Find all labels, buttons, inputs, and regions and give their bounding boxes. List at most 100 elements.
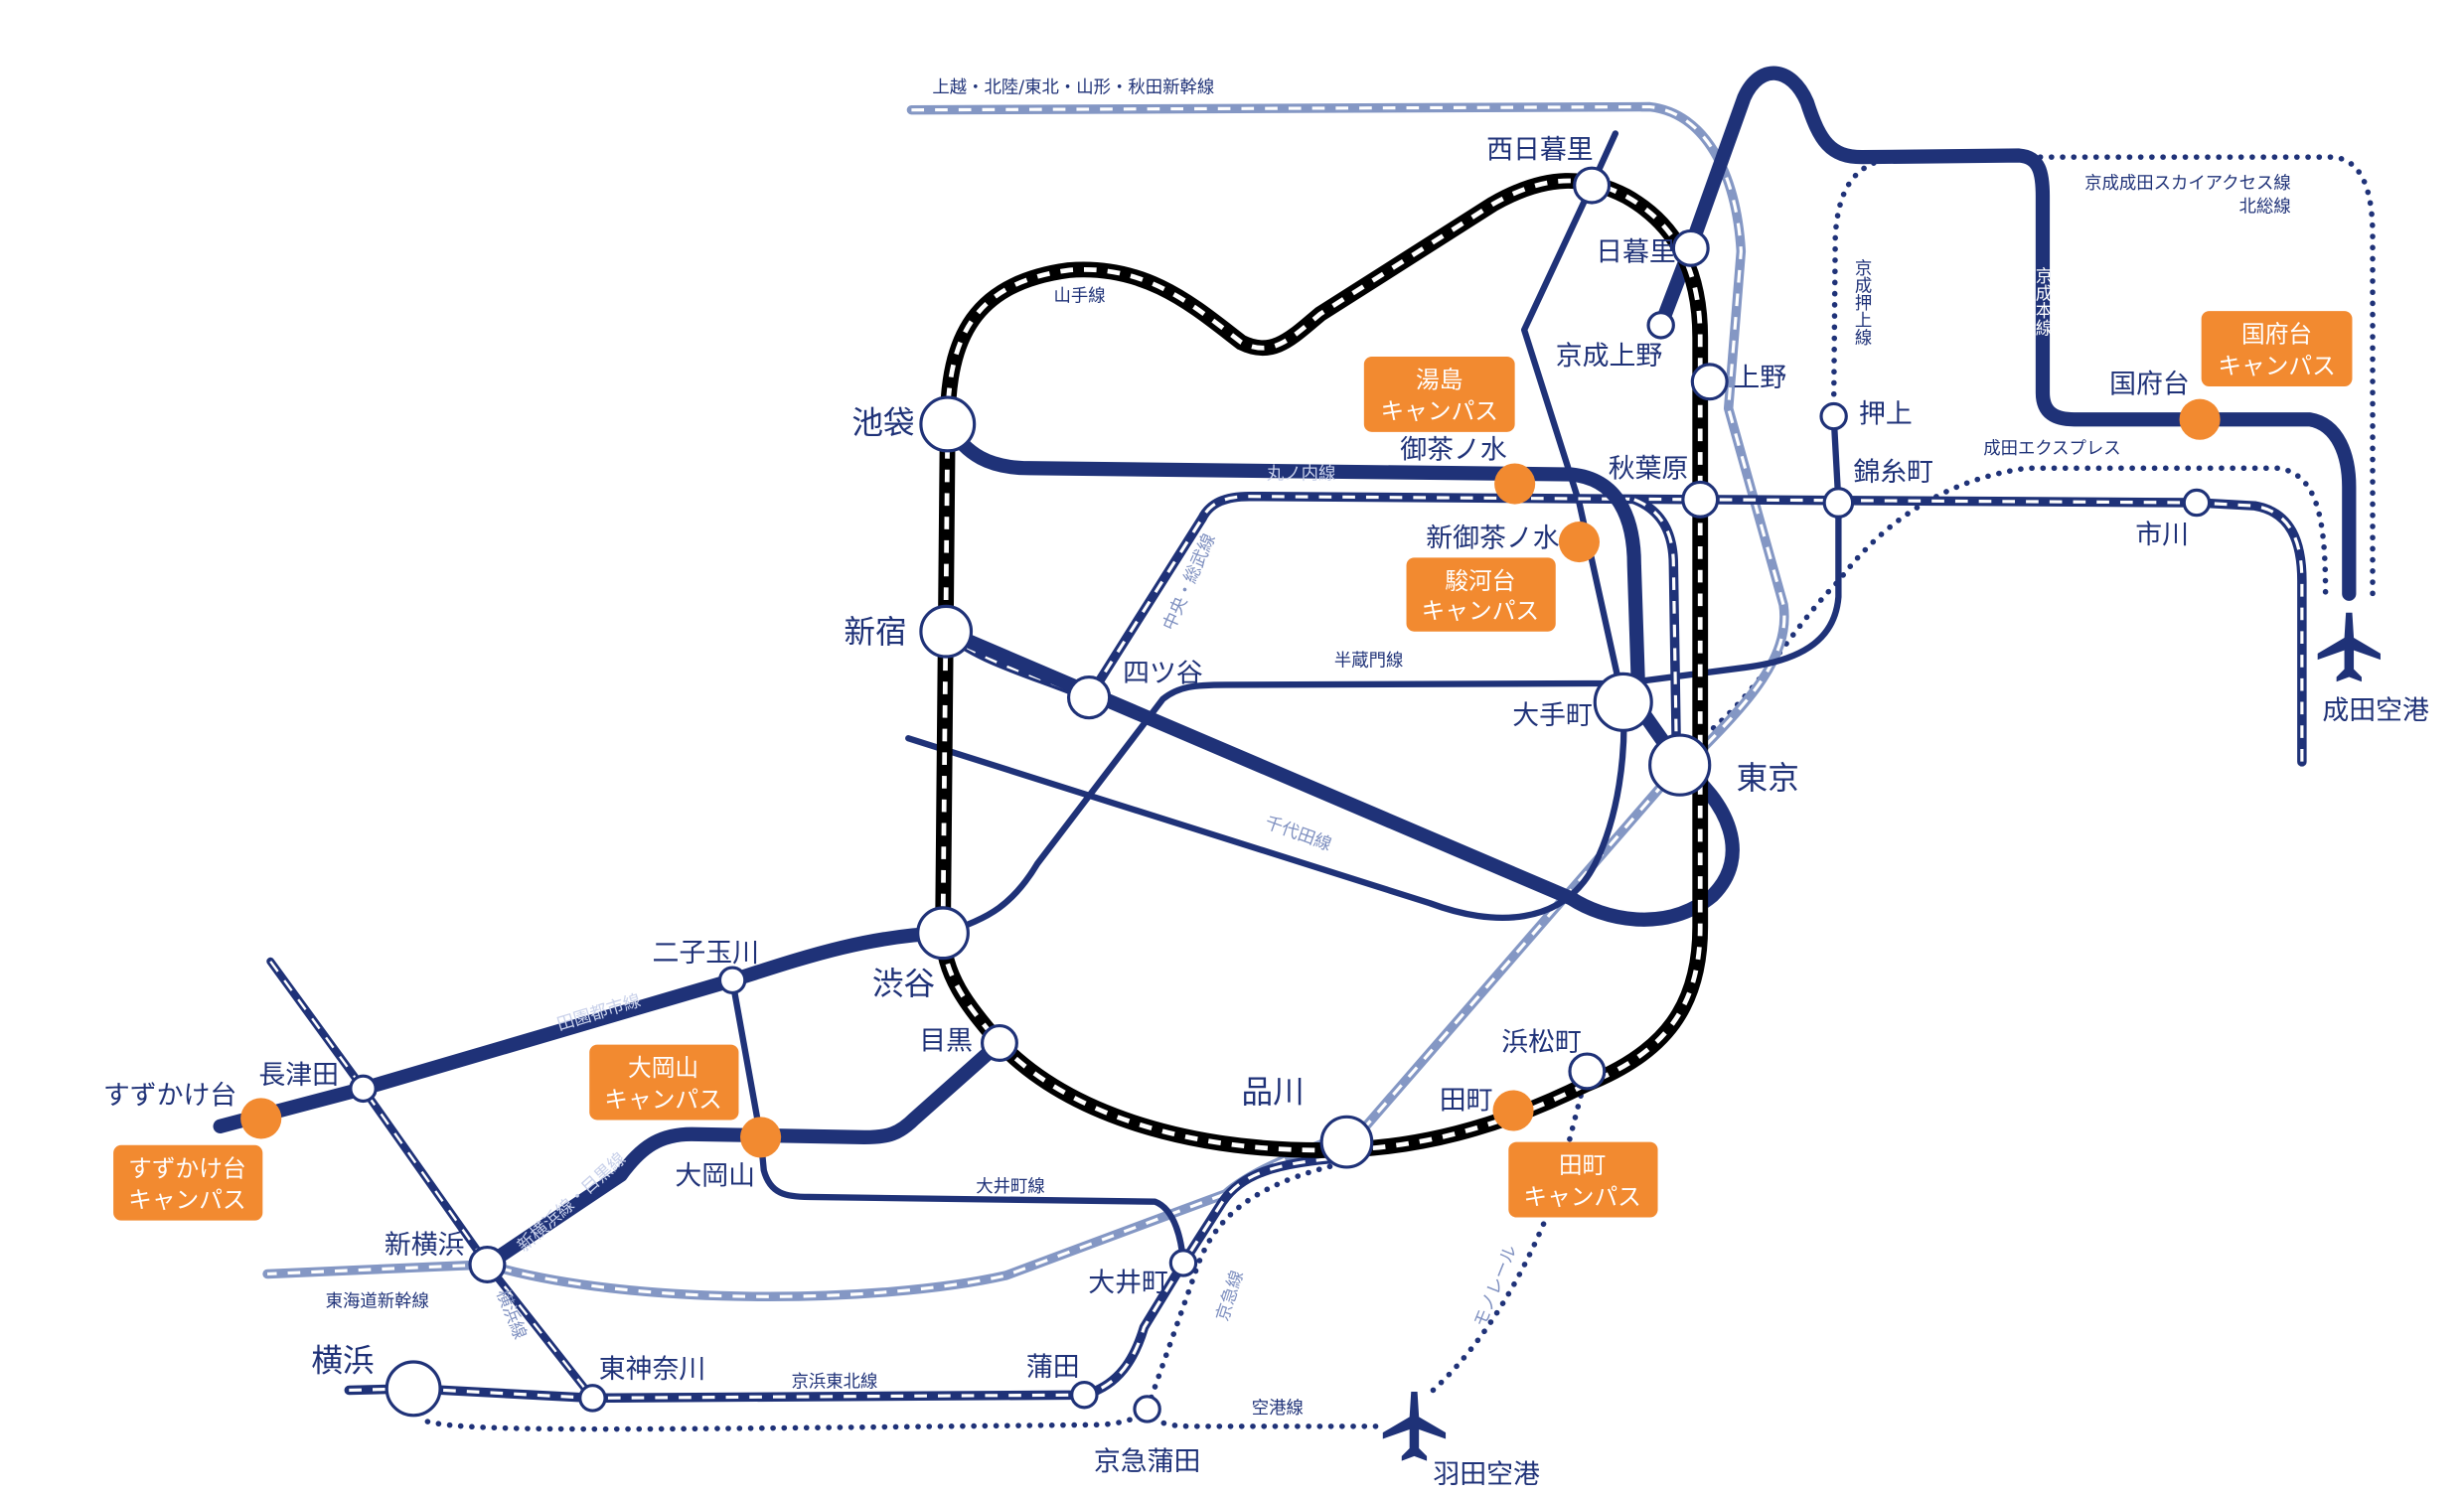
campus-station-tamachi[interactable] [1492,1090,1534,1131]
station-yokohama[interactable] [385,1360,442,1418]
station-ikebukuro[interactable] [919,395,977,453]
station-label: 東京 [1737,761,1799,797]
line-label-north-shinkansen: 上越・北陸/東北・山形・秋田新幹線 [932,76,1214,97]
station-label: 目黒 [919,1025,973,1056]
station-label: 御茶ノ水 [1400,435,1507,466]
station-label: 大岡山 [675,1160,755,1191]
station-nagatsuta[interactable] [349,1074,378,1104]
oimachi-line [728,976,1187,1267]
line-label-narita-express: 成田エクスプレス [1983,439,2120,459]
line-label-oimachi: 大井町線 [976,1177,1045,1197]
station-label: 秋葉原 [1609,454,1689,485]
keisei-oshiage-skyaccess-line [1830,154,2376,597]
campus-name: 駿河台 [1445,567,1515,595]
station-oshiage[interactable] [1819,401,1848,431]
campus-surugadai[interactable]: 駿河台 キャンパス [1406,557,1556,632]
station-kinshicho[interactable] [1822,487,1855,519]
campus-suzukakedai[interactable]: すずかけ台 キャンパス [113,1144,263,1221]
line-label-tokaido-shinkansen: 東海道新幹線 [326,1291,429,1312]
line-label-airport: 空港線 [1252,1399,1304,1419]
station-label: 渋谷 [872,967,935,1002]
campus-suffix: キャンパス [128,1186,246,1214]
station-label: 新横浜 [385,1230,465,1261]
station-label: 上野 [1733,363,1786,393]
campus-tamachi[interactable]: 田町 キャンパス [1508,1141,1658,1218]
station-oimachi[interactable] [1168,1249,1198,1277]
line-label-skyaccess: 京成成田スカイアクセス線 [2084,174,2291,194]
line-label-yamanote: 山手線 [1054,287,1106,307]
station-kamata[interactable] [1070,1380,1099,1410]
station-label: 浜松町 [1501,1027,1582,1058]
station-label: 長津田 [258,1060,339,1091]
airplane-icon [2317,612,2381,682]
line-labels: 山手線 丸ノ内線 中央・総武線 半蔵門線 千代田線 田園都市線 新横浜線・目黒線… [326,76,2291,1419]
station-label: すずかけ台 [103,1081,236,1112]
campus-suffix: キャンパス [604,1086,722,1114]
campus-ookayama[interactable]: 大岡山 キャンパス [589,1044,739,1121]
station-nippori[interactable] [1671,228,1710,267]
line-label-keisei-main: 京成本線 [2033,267,2053,337]
campus-name: 国府台 [2241,321,2312,349]
station-shinjuku[interactable] [919,604,974,659]
airplane-icon [1382,1392,1447,1461]
campus-station-ookayama[interactable] [740,1117,782,1158]
station-yotsuya[interactable] [1066,674,1112,720]
station-labels: 池袋 新宿 四ツ谷 渋谷 目黒 品川 田町 浜松町 東京 大手町 秋葉原 上野 … [103,135,2429,1490]
station-ueno[interactable] [1690,363,1729,401]
station-label: 羽田空港 [1433,1459,1540,1490]
station-keisei-ueno[interactable] [1646,311,1675,340]
station-meguro[interactable] [980,1024,1018,1062]
station-shin-yokohama[interactable] [468,1245,507,1283]
line-label-shinyokohama-meguro: 新横浜線・目黒線 [514,1149,630,1257]
line-label-keisei-oshiage: 京成押上線 [1852,259,1872,346]
yamanote-line [935,173,1709,1158]
station-keikyu-kamata[interactable] [1133,1395,1161,1423]
station-label: 京急蒲田 [1094,1446,1201,1477]
station-otemachi[interactable] [1593,672,1653,732]
station-hamamatsucho[interactable] [1568,1052,1607,1091]
station-label: 大手町 [1512,700,1593,731]
campus-station-kohnodai[interactable] [2179,398,2221,440]
station-label: 京成上野 [1556,341,1663,372]
campus-kohnodai[interactable]: 国府台 キャンパス [2201,311,2353,387]
station-akihabara[interactable] [1681,480,1720,519]
station-shibuya[interactable] [916,906,970,961]
station-tokyo[interactable] [1648,733,1712,797]
campus-suffix: キャンパス [1380,397,1498,425]
station-higashi-kanagawa[interactable] [578,1384,607,1413]
station-label: 蒲田 [1026,1352,1080,1383]
station-label: 品川 [1242,1075,1305,1111]
campus-name: 田町 [1559,1151,1606,1179]
station-label: 日暮里 [1596,236,1676,267]
campus-station-ochanomizu[interactable] [1494,463,1536,505]
station-label: 押上 [1859,398,1913,429]
line-label-hanzomon: 半蔵門線 [1334,651,1404,671]
campus-name: すずかけ台 [128,1154,246,1182]
line-label-keihin-tohoku: 京浜東北線 [791,1372,877,1392]
airport-line [1144,1406,1386,1429]
station-futakotamagawa[interactable] [717,966,747,994]
station-label: 二子玉川 [652,938,759,969]
line-label-marunouchi: 丸ノ内線 [1267,464,1336,484]
line-label-chiyoda: 千代田線 [1262,813,1333,855]
tokaido-shinkansen-line [262,760,1685,1301]
station-label: 成田空港 [2322,695,2429,726]
station-label: 池袋 [851,405,914,441]
campus-name: 湯島 [1416,367,1463,394]
keisei-main-line [1653,66,2357,601]
campus-suffix: キャンパス [1422,597,1540,625]
station-label: 東神奈川 [599,1354,706,1385]
meguro-line [480,1035,1007,1272]
station-ichikawa[interactable] [2182,488,2212,518]
campus-yushima[interactable]: 湯島 キャンパス [1363,356,1515,432]
line-label-hokuso: 北総線 [2239,197,2291,217]
chuo-sobu-line [941,491,2307,767]
station-label: 錦糸町 [1853,457,1933,488]
hanzomon-line [939,412,1842,937]
station-shinagawa[interactable] [1319,1115,1374,1169]
station-label: 新御茶ノ水 [1426,523,1560,553]
campus-station-suzukakedai[interactable] [240,1098,282,1139]
station-label: 西日暮里 [1486,135,1594,166]
campus-station-shin-ochanomizu[interactable] [1558,521,1601,563]
station-nishi-nippori[interactable] [1573,166,1612,205]
